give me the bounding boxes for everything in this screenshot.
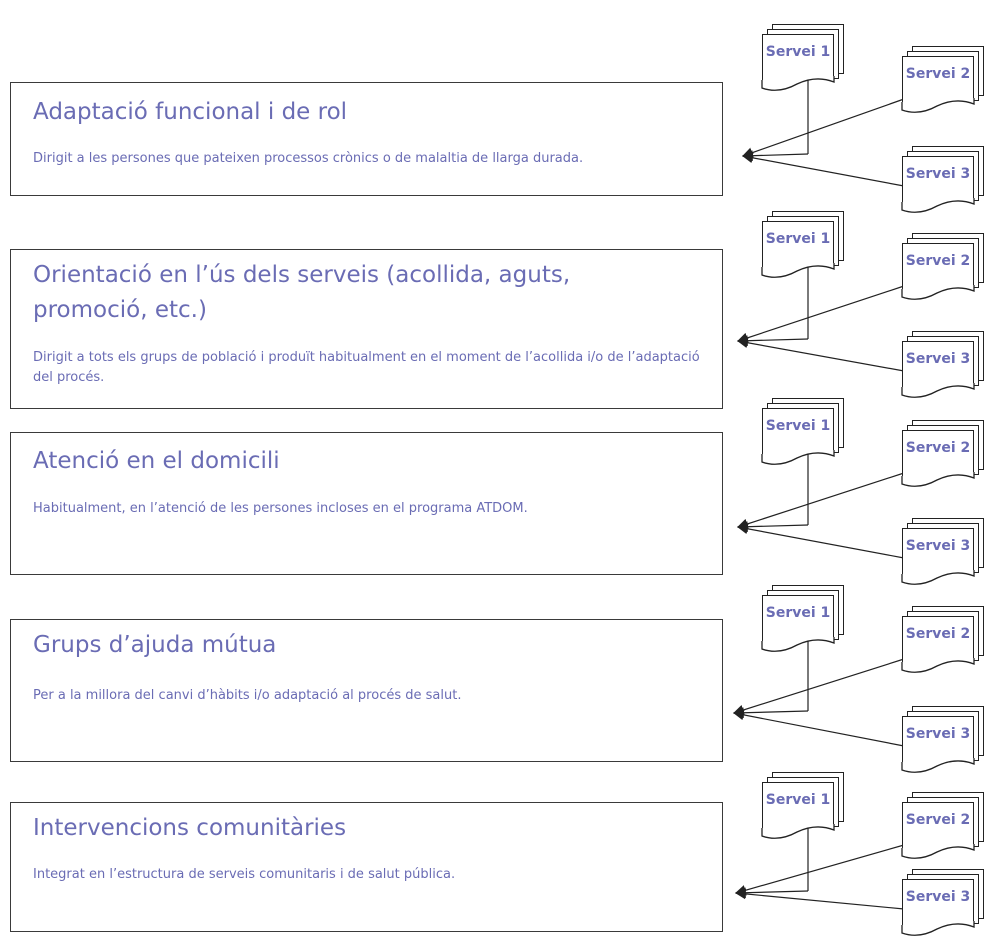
document-curl-icon <box>761 76 835 91</box>
section-description: Integrat en l’estructura de serveis comu… <box>33 867 456 882</box>
service-document-2: Servei 2 <box>901 46 984 113</box>
document-curl-icon <box>901 285 975 300</box>
document-sheet <box>762 34 834 80</box>
document-curl-icon <box>901 658 975 673</box>
document-curl-icon <box>901 844 975 859</box>
document-sheet <box>902 616 974 662</box>
service-label: Servei 3 <box>905 726 971 742</box>
service-label: Servei 2 <box>905 440 971 456</box>
document-sheet <box>762 408 834 454</box>
service-document-1: Servei 1 <box>761 585 844 652</box>
document-curl-icon <box>901 472 975 487</box>
service-document-1: Servei 1 <box>761 24 844 91</box>
document-sheet <box>762 595 834 641</box>
document-curl-icon <box>901 570 975 585</box>
section-description: Dirigit a les persones que pateixen proc… <box>33 151 584 166</box>
connector-servei3-arrow <box>736 523 905 559</box>
section-title: Grups d’ajuda mútua <box>33 632 277 658</box>
document-sheet <box>902 341 974 387</box>
service-label: Servei 2 <box>905 812 971 828</box>
section-title: Intervencions comunitàries <box>33 815 347 841</box>
service-document-3: Servei 3 <box>901 706 984 773</box>
document-curl-icon <box>901 98 975 113</box>
document-curl-icon <box>761 450 835 465</box>
document-curl-icon <box>761 263 835 278</box>
service-document-1: Servei 1 <box>761 398 844 465</box>
document-curl-icon <box>901 758 975 773</box>
connector-servei1-arrow <box>734 887 809 899</box>
section-box-adaptacio: Adaptació funcional i de rol Dirigit a l… <box>10 82 723 196</box>
connector-servei2-arrow <box>734 844 905 896</box>
connector-servei1-arrow <box>732 707 809 719</box>
service-document-3: Servei 3 <box>901 518 984 585</box>
section-box-atencio-domicili: Atenció en el domicili Habitualment, en … <box>10 432 723 575</box>
document-sheet <box>762 221 834 267</box>
service-document-3: Servei 3 <box>901 869 984 936</box>
document-curl-icon <box>901 198 975 213</box>
service-document-3: Servei 3 <box>901 331 984 398</box>
connector-servei2-arrow <box>736 285 905 344</box>
document-curl-icon <box>901 383 975 398</box>
connector-servei3-arrow <box>734 888 905 910</box>
connector-servei2-arrow <box>741 98 905 158</box>
service-document-1: Servei 1 <box>761 772 844 839</box>
document-curl-icon <box>761 637 835 652</box>
connector-servei3-arrow <box>732 709 905 747</box>
document-sheet <box>902 243 974 289</box>
service-document-2: Servei 2 <box>901 792 984 859</box>
connector-servei3-arrow <box>741 152 905 187</box>
service-label: Servei 3 <box>905 889 971 905</box>
section-description: Habitualment, en l’atenció de les person… <box>33 501 528 516</box>
connector-servei1-arrow <box>741 150 809 162</box>
section-box-intervencions: Intervencions comunitàries Integrat en l… <box>10 802 723 932</box>
service-document-3: Servei 3 <box>901 146 984 213</box>
connector-servei2-arrow <box>732 658 905 716</box>
service-document-2: Servei 2 <box>901 606 984 673</box>
document-sheet <box>902 716 974 762</box>
document-sheet <box>902 156 974 202</box>
service-label: Servei 1 <box>765 792 831 808</box>
service-label: Servei 3 <box>905 166 971 182</box>
service-label: Servei 3 <box>905 538 971 554</box>
document-curl-icon <box>761 824 835 839</box>
document-sheet <box>762 782 834 828</box>
service-label: Servei 1 <box>765 605 831 621</box>
service-label: Servei 2 <box>905 66 971 82</box>
service-label: Servei 1 <box>765 418 831 434</box>
connector-servei2-arrow <box>736 472 905 530</box>
service-label: Servei 1 <box>765 231 831 247</box>
connector-servei3-arrow <box>736 337 905 372</box>
document-curl-icon <box>901 921 975 936</box>
service-label: Servei 2 <box>905 626 971 642</box>
section-description: Dirigit a tots els grups de població i p… <box>33 350 700 385</box>
service-document-2: Servei 2 <box>901 420 984 487</box>
section-box-orientacio: Orientació en l’ús dels serveis (acollid… <box>10 249 723 409</box>
connector-servei1-arrow <box>736 521 809 533</box>
service-document-2: Servei 2 <box>901 233 984 300</box>
document-sheet <box>902 430 974 476</box>
service-document-1: Servei 1 <box>761 211 844 278</box>
service-label: Servei 3 <box>905 351 971 367</box>
section-title: Atenció en el domicili <box>33 448 280 474</box>
section-title: Adaptació funcional i de rol <box>33 99 348 125</box>
section-box-grups-ajuda: Grups d’ajuda mútua Per a la millora del… <box>10 619 723 762</box>
service-label: Servei 2 <box>905 253 971 269</box>
connector-servei1-arrow <box>736 335 809 347</box>
section-title: Orientació en l’ús dels serveis (acollid… <box>33 262 571 323</box>
section-description: Per a la millora del canvi d’hàbits i/o … <box>33 688 462 703</box>
document-sheet <box>902 528 974 574</box>
document-sheet <box>902 879 974 925</box>
document-sheet <box>902 56 974 102</box>
document-sheet <box>902 802 974 848</box>
service-label: Servei 1 <box>765 44 831 60</box>
